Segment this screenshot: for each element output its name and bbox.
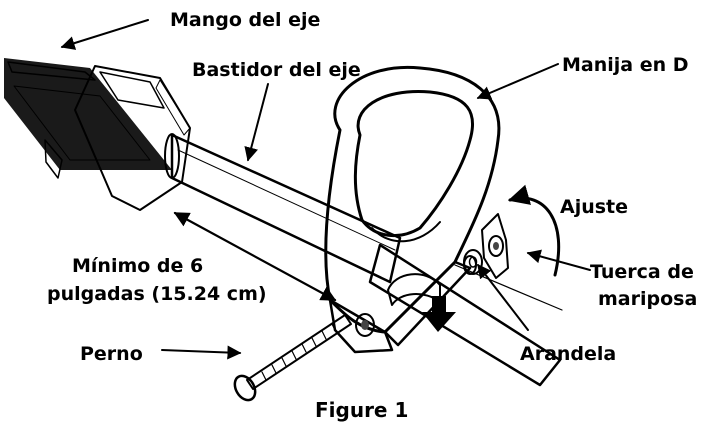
label-washer: Arandela bbox=[520, 343, 616, 365]
label-shaft-handle: Mango del eje bbox=[170, 9, 320, 31]
leader-shaft-housing bbox=[244, 83, 269, 162]
label-bolt: Perno bbox=[80, 343, 143, 365]
leader-washer bbox=[477, 263, 529, 331]
shaft-handle-grip bbox=[4, 58, 172, 179]
label-shaft-housing: Bastidor del eje bbox=[192, 59, 361, 81]
lower-shaft-tube bbox=[368, 243, 562, 387]
wing-nut bbox=[481, 213, 509, 279]
label-minimum-line2: pulgadas (15.24 cm) bbox=[47, 283, 267, 305]
label-adjust: Ajuste bbox=[560, 196, 628, 218]
label-minimum-line1: Mínimo de 6 bbox=[72, 255, 203, 277]
clamp-direction-arrow bbox=[422, 296, 456, 332]
label-d-handle: Manija en D bbox=[562, 54, 689, 76]
minimum-distance-arrow bbox=[173, 211, 337, 302]
washer bbox=[463, 249, 483, 275]
label-wing-nut-line2: mariposa bbox=[598, 288, 697, 310]
shaft-housing bbox=[164, 133, 402, 284]
assembly-axis-line bbox=[454, 264, 563, 311]
d-handle bbox=[324, 65, 501, 354]
leader-shaft-handle bbox=[60, 19, 149, 50]
leader-wing-nut bbox=[526, 249, 591, 271]
leader-bolt bbox=[161, 345, 242, 360]
bolt bbox=[233, 314, 352, 402]
label-wing-nut-line1: Tuerca de bbox=[590, 261, 694, 283]
figure-caption: Figure 1 bbox=[315, 398, 408, 422]
grip-collar bbox=[74, 65, 191, 211]
adjust-rotation-arrow bbox=[507, 184, 561, 277]
leader-d-handle bbox=[476, 63, 559, 100]
